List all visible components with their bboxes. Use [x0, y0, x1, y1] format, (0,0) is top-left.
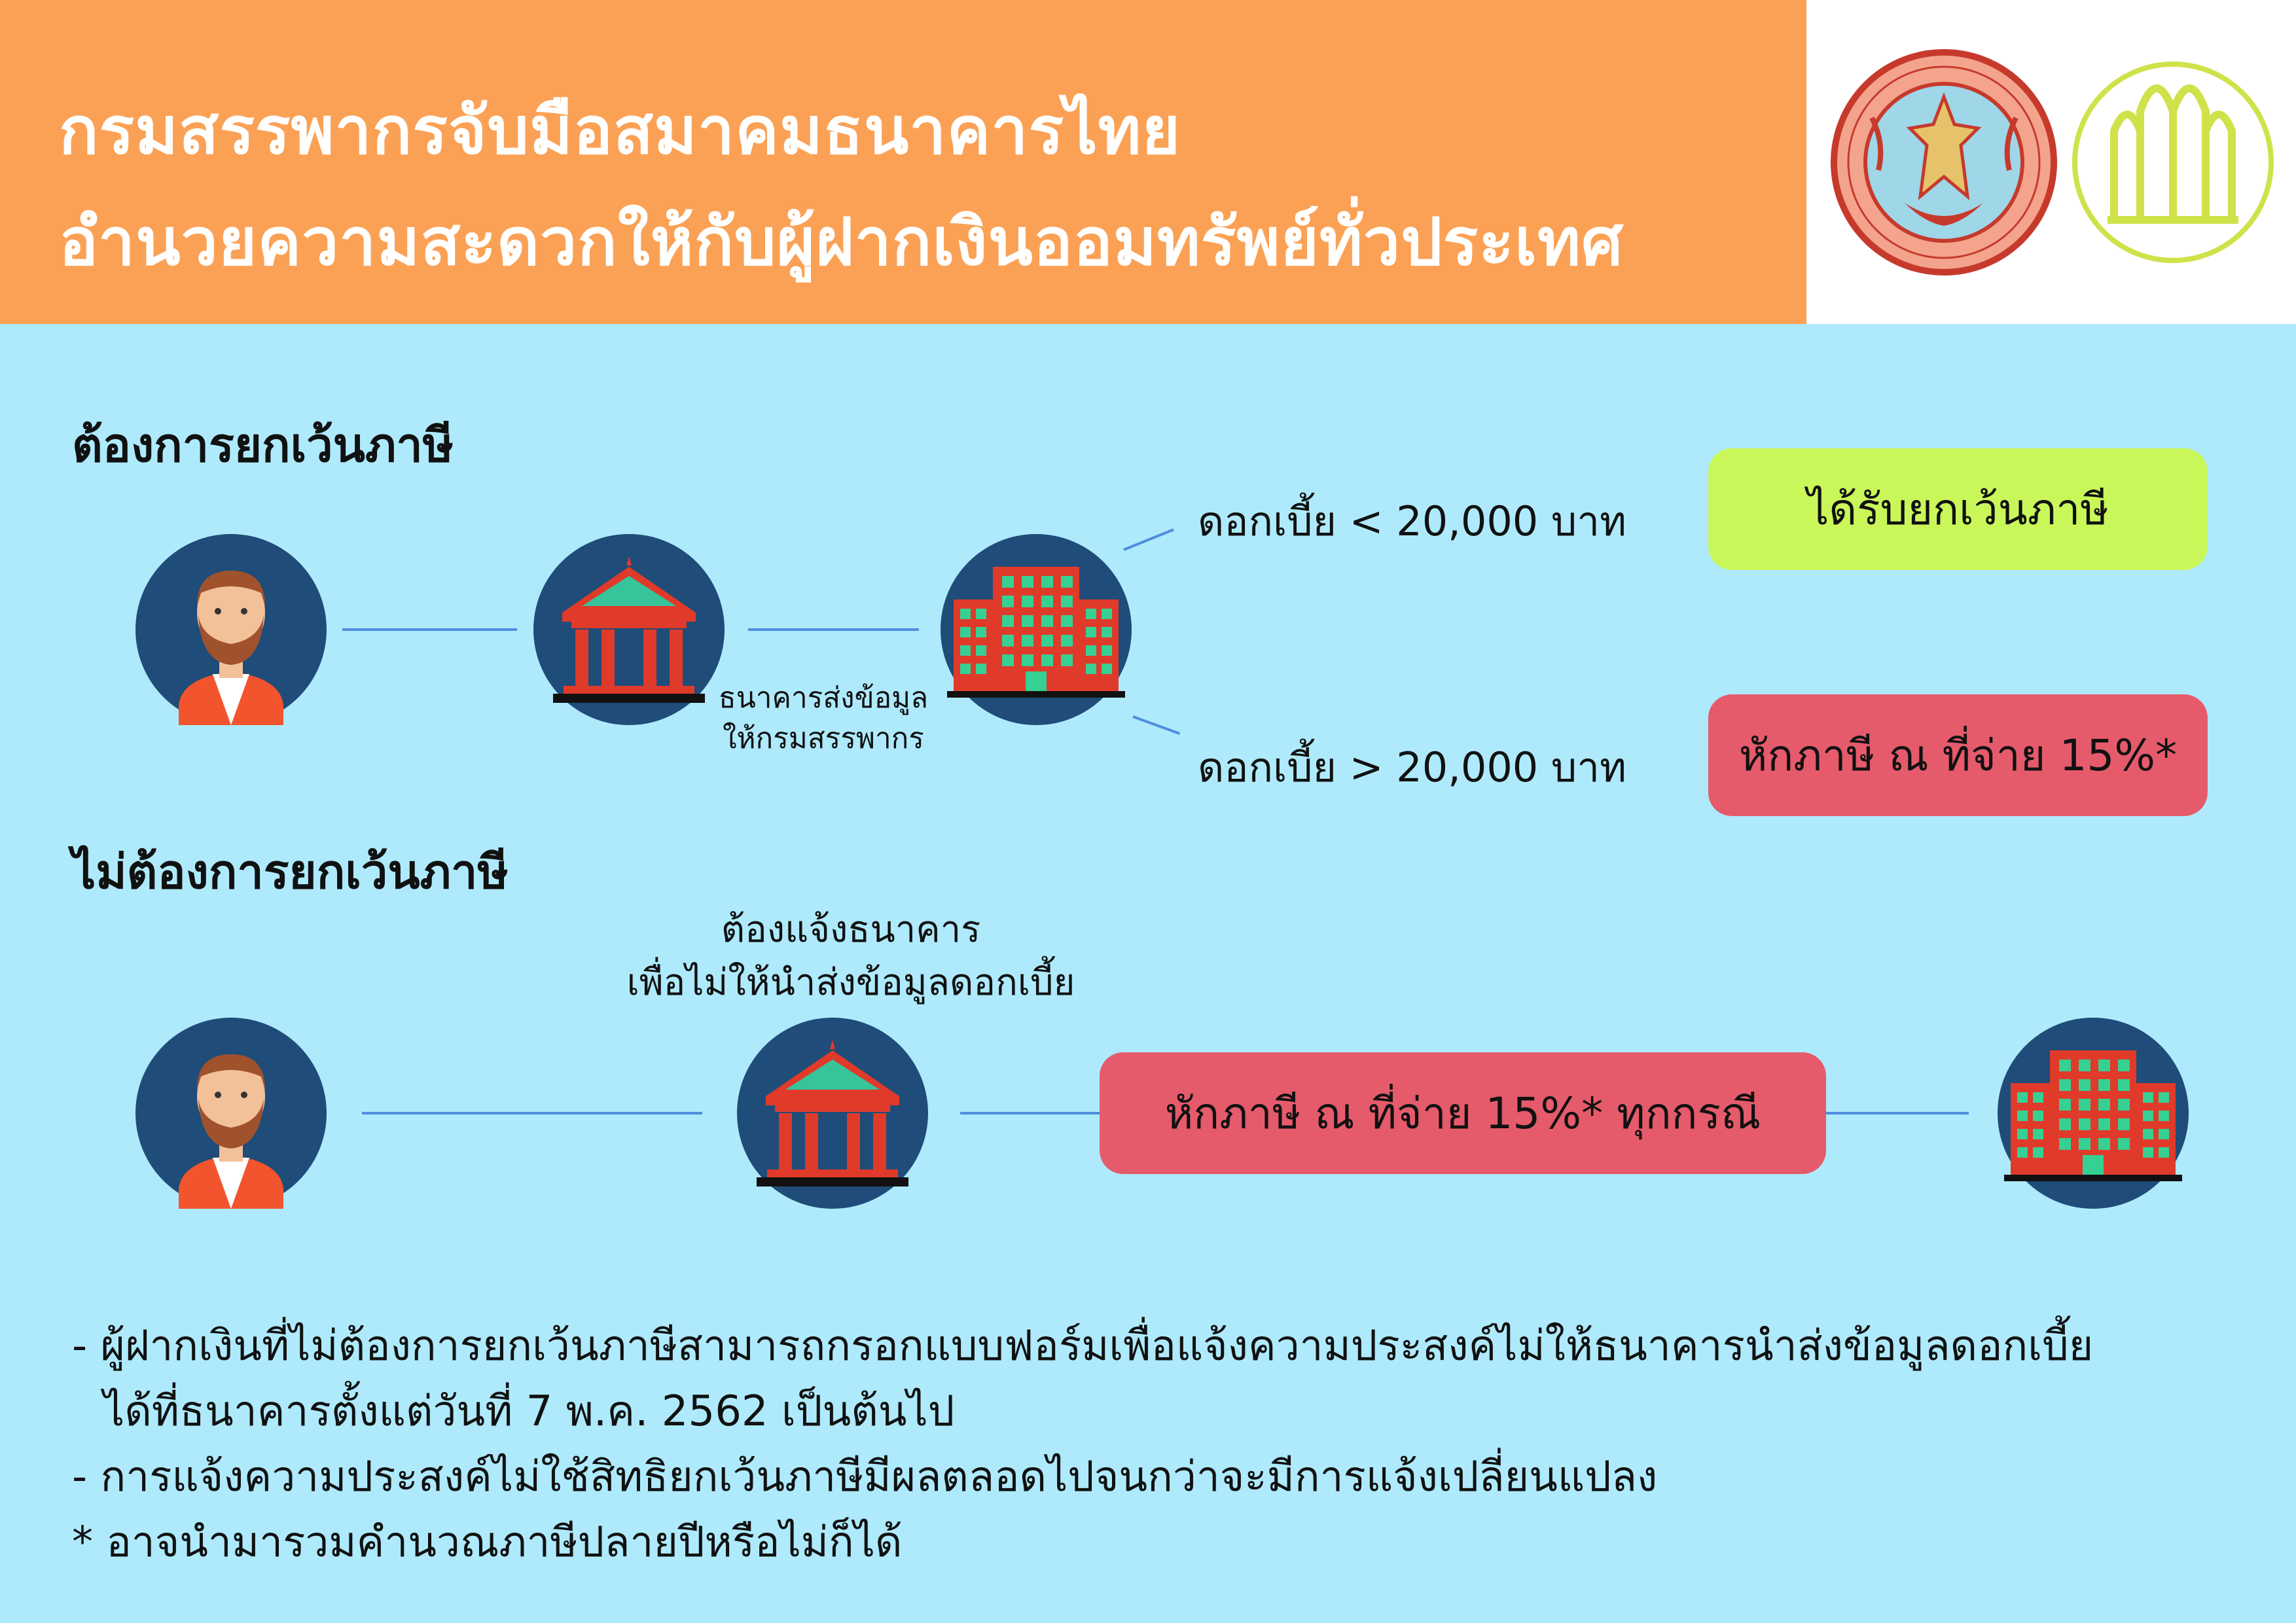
section-title-exempt: ต้องการยกเว้นภาษี	[72, 418, 454, 473]
office-building-icon	[947, 567, 1125, 698]
connector-line	[960, 1112, 1100, 1115]
bank-circle	[533, 534, 725, 725]
connector-line-lower	[1132, 715, 1181, 735]
revenue-department-logo	[1831, 49, 2057, 276]
bank-caption-exempt: ธนาคารส่งข้อมูล ให้กรมสรรพากร	[709, 678, 938, 758]
bankers-association-logo	[2072, 62, 2274, 263]
person-circle	[135, 534, 327, 725]
condition-low: ดอกเบี้ย < 20,000 บาท	[1198, 497, 1626, 545]
logo-panel	[1806, 0, 2296, 324]
connector-line	[362, 1112, 702, 1115]
bearded-man-icon	[179, 571, 283, 725]
office-building-icon	[2004, 1050, 2182, 1181]
note-line-1: - ผู้ฝากเงินที่ไม่ต้องการยกเว้นภาษีสามาร…	[72, 1322, 2094, 1370]
note-line-3: - การแจ้งความประสงค์ไม่ใช้สิทธิยกเว้นภาษ…	[72, 1453, 1658, 1501]
bank-caption-line1: ต้องแจ้งธนาคาร	[721, 908, 981, 951]
page-title-line1: กรมสรรพากรจับมือสมาคมธนาคารไทย	[59, 92, 1181, 169]
result-withholding-pill: หักภาษี ณ ที่จ่าย 15%*	[1708, 694, 2208, 816]
revenue-office-circle	[1998, 1018, 2189, 1209]
bank-caption-line1: ธนาคารส่งข้อมูล	[718, 681, 929, 715]
note-line-2: ได้ที่ธนาคารตั้งแต่วันที่ 7 พ.ค. 2562 เป…	[103, 1387, 955, 1436]
bank-building-icon	[757, 1040, 908, 1186]
page-title-line2: อำนวยความสะดวกให้กับผู้ฝากเงินออมทรัพย์ท…	[59, 204, 1624, 280]
bank-caption-line2: ให้กรมสรรพากร	[723, 721, 924, 755]
condition-high: ดอกเบี้ย > 20,000 บาท	[1198, 743, 1626, 791]
bank-caption-line2: เพื่อไม่ให้นำส่งข้อมูลดอกเบี้ย	[626, 961, 1075, 1005]
header-banner	[0, 0, 1806, 324]
bank-circle	[737, 1018, 928, 1209]
result-exempt-pill: ได้รับยกเว้นภาษี	[1708, 448, 2208, 570]
bank-caption-not-exempt: ต้องแจ้งธนาคาร เพื่อไม่ให้นำส่งข้อมูลดอก…	[583, 903, 1119, 1009]
connector-line	[1826, 1112, 1969, 1115]
revenue-office-circle	[941, 534, 1132, 725]
note-line-4: * อาจนำมารวมคำนวณภาษีปลายปีหรือไม่ก็ได้	[72, 1518, 903, 1567]
connector-line	[342, 628, 517, 631]
connector-line	[748, 628, 919, 631]
bank-building-icon	[553, 556, 705, 703]
section-title-not-exempt: ไม่ต้องการยกเว้นภาษี	[72, 844, 509, 899]
bearded-man-icon	[179, 1054, 283, 1209]
result-withholding-all-pill: หักภาษี ณ ที่จ่าย 15%* ทุกกรณี	[1100, 1052, 1826, 1174]
person-circle	[135, 1018, 327, 1209]
